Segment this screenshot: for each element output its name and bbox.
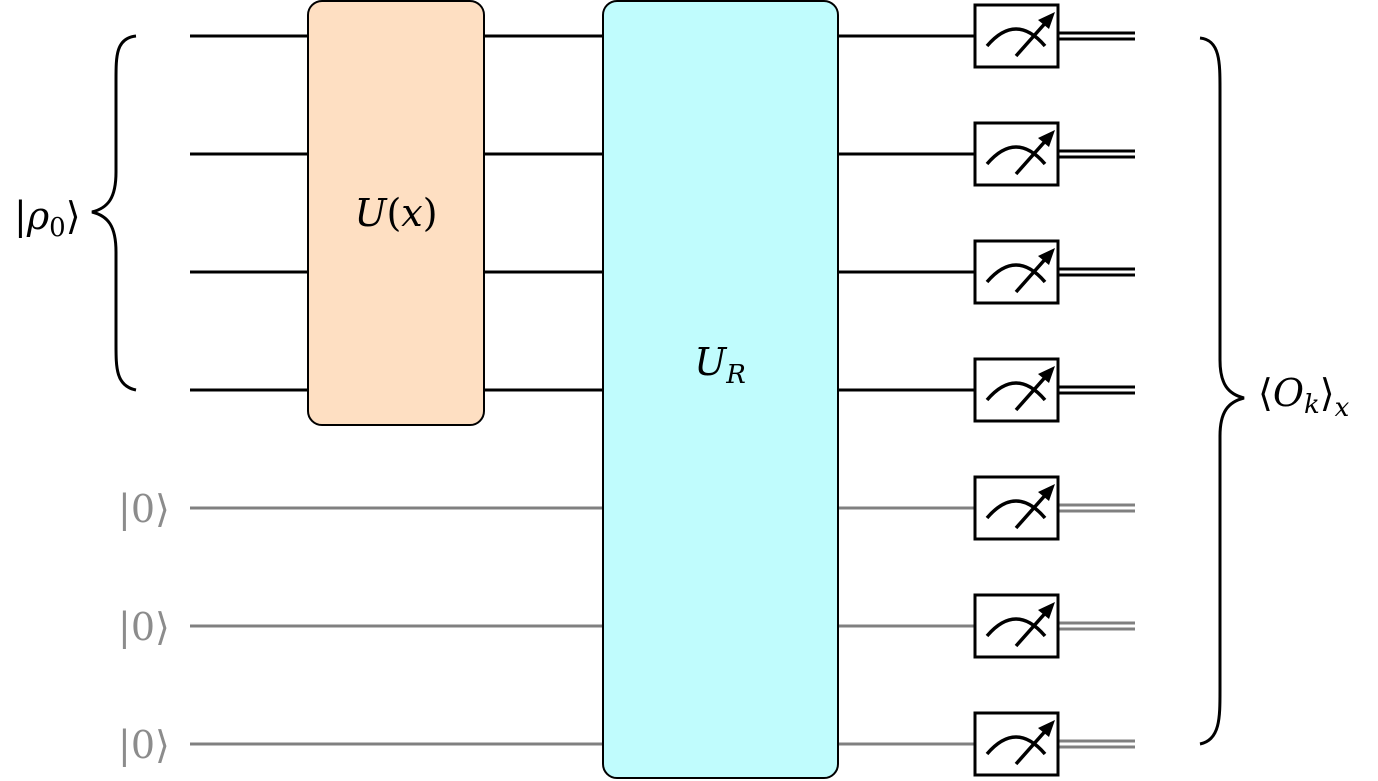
measurement-meter-icon [973,3,1060,69]
ancilla-label: |0⟩ [118,605,170,649]
classical-wire [1058,385,1135,395]
classical-wire [1058,31,1135,41]
encoding-gate-label: U(x) [354,191,437,235]
classical-wire [1058,739,1135,749]
classical-wire [1058,267,1135,277]
measurement-meter-icon [973,357,1060,423]
output-brace [1199,36,1245,746]
measurement-meter-icon [973,475,1060,541]
ancilla-labels: |0⟩ |0⟩ |0⟩ [118,487,170,767]
classical-wire [1058,621,1135,631]
input-brace [91,34,137,392]
encoding-gate: U(x) [307,0,485,426]
measurement-meters [973,3,1060,777]
encoding-gate-box [307,0,485,426]
measurement-meter-icon [973,239,1060,305]
output-expectation-label: ⟨Ok⟩x [1258,371,1350,423]
measurement-meter-icon [973,593,1060,659]
classical-wire [1058,503,1135,513]
measurement-meter-icon [973,121,1060,187]
classical-wire [1058,149,1135,159]
reservoir-gate-label: UR [694,340,746,390]
reservoir-gate: UR [602,0,839,779]
ancilla-label: |0⟩ [118,487,170,531]
ancilla-label: |0⟩ [118,723,170,767]
measurement-meter-icon [973,711,1060,777]
reservoir-gate-box [602,0,839,779]
input-state-label: |ρ0⟩ [14,194,81,243]
